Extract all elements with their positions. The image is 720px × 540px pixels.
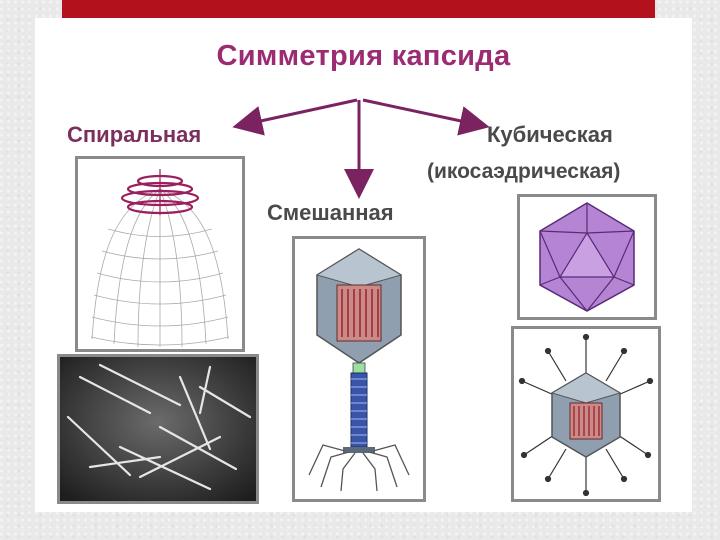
label-mixed: Смешанная xyxy=(267,200,394,226)
label-icosahedral: (икосаэдрическая) xyxy=(427,160,620,184)
micrograph-illustration xyxy=(60,357,256,501)
top-accent-bar xyxy=(62,0,655,18)
slide: Симметрия капсида Спиральная Кубическая … xyxy=(35,18,692,512)
phage-illustration xyxy=(295,239,423,499)
spiral-capsid-drawing xyxy=(75,156,245,352)
icosahedron-illustration xyxy=(520,197,654,317)
spiral-virus-micrograph xyxy=(57,354,259,504)
label-spiral: Спиральная xyxy=(67,122,201,148)
arrow-to-spiral xyxy=(247,100,357,124)
spiral-capsid-illustration xyxy=(78,159,242,349)
arrow-to-cubic xyxy=(363,100,475,124)
icosahedral-virus-with-fibers xyxy=(511,326,661,502)
label-cubic: Кубическая xyxy=(487,122,613,148)
icosahedral-virus-illustration xyxy=(514,329,658,499)
icosahedron-capsid xyxy=(517,194,657,320)
bacteriophage-drawing xyxy=(292,236,426,502)
